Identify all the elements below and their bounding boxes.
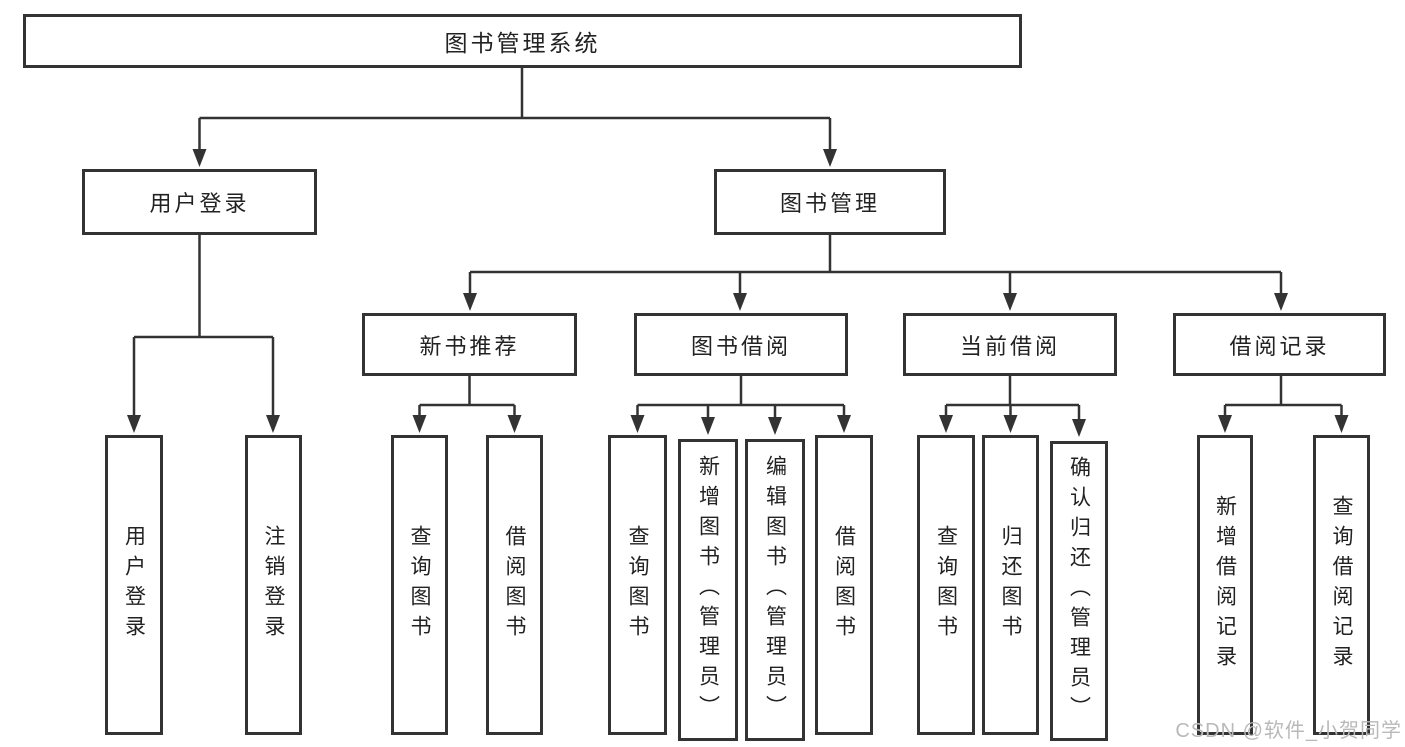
leaf-query-books-current: 查询图书 [917,435,975,735]
arrowheads [127,149,1349,437]
leaf-query-books-borrowing: 查询图书 [608,435,667,735]
leaf-query-books-recommend: 查询图书 [391,435,448,735]
node-borrowing-records: 借阅记录 [1173,313,1386,376]
node-user-login: 用户登录 [82,169,317,235]
node-book-management: 图书管理 [714,169,946,235]
leaf-user-login: 用户登录 [105,435,163,735]
node-book-borrowing: 图书借阅 [634,313,848,376]
leaf-borrow-books-borrowing: 借阅图书 [815,435,873,735]
leaf-logout: 注销登录 [245,435,302,735]
leaf-edit-book-admin: 编辑图书（管理员） [745,439,805,741]
leaf-add-borrow-record: 新增借阅记录 [1197,435,1253,735]
node-new-book-recommend: 新书推荐 [362,313,577,376]
leaf-add-book-admin: 新增图书（管理员） [678,439,738,741]
leaf-return-book: 归还图书 [982,435,1039,735]
node-library-management-system: 图书管理系统 [23,14,1022,68]
node-current-borrowing: 当前借阅 [903,313,1117,376]
csdn-watermark: CSDN @软件_小贺同学 [1175,720,1402,742]
leaf-query-borrow-record: 查询借阅记录 [1313,435,1370,735]
leaf-borrow-books-recommend: 借阅图书 [486,435,543,735]
leaf-confirm-return-admin: 确认归还（管理员） [1050,441,1108,741]
